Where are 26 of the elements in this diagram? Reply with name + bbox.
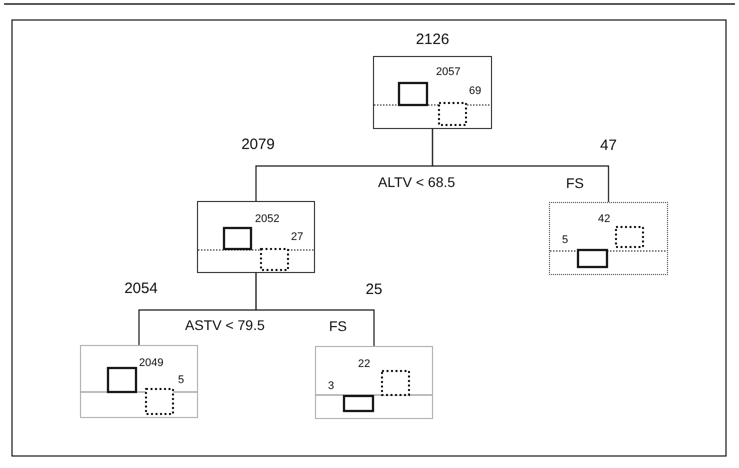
split-label: ALTV < 68.5 xyxy=(376,175,458,190)
total-count: 2079 xyxy=(241,137,275,153)
total-count: 25 xyxy=(366,282,382,298)
split-label: ASTV < 79.5 xyxy=(183,318,267,333)
count-text: 69 xyxy=(469,85,482,97)
split-label: FS xyxy=(564,176,586,191)
count-text: 2057 xyxy=(436,66,460,78)
tree-connector xyxy=(255,273,375,346)
tree-node-box xyxy=(549,202,668,275)
total-count: 2126 xyxy=(416,32,450,48)
count-text: 2052 xyxy=(255,213,280,225)
tree-node-box xyxy=(80,345,198,418)
tree-connector xyxy=(432,129,610,202)
split-label: FS xyxy=(327,319,349,334)
total-count: 2054 xyxy=(124,281,158,297)
count-text: 5 xyxy=(562,234,568,246)
count-text: 42 xyxy=(598,213,610,225)
count-text: 3 xyxy=(328,380,334,392)
tree-node-box xyxy=(197,201,315,273)
count-text: 27 xyxy=(291,231,304,243)
total-count: 47 xyxy=(600,138,617,154)
count-text: 22 xyxy=(358,358,370,370)
count-text: 2049 xyxy=(139,357,164,369)
tree-node-box xyxy=(315,346,433,419)
tree-node-box xyxy=(373,56,492,129)
count-text: 5 xyxy=(178,374,184,386)
